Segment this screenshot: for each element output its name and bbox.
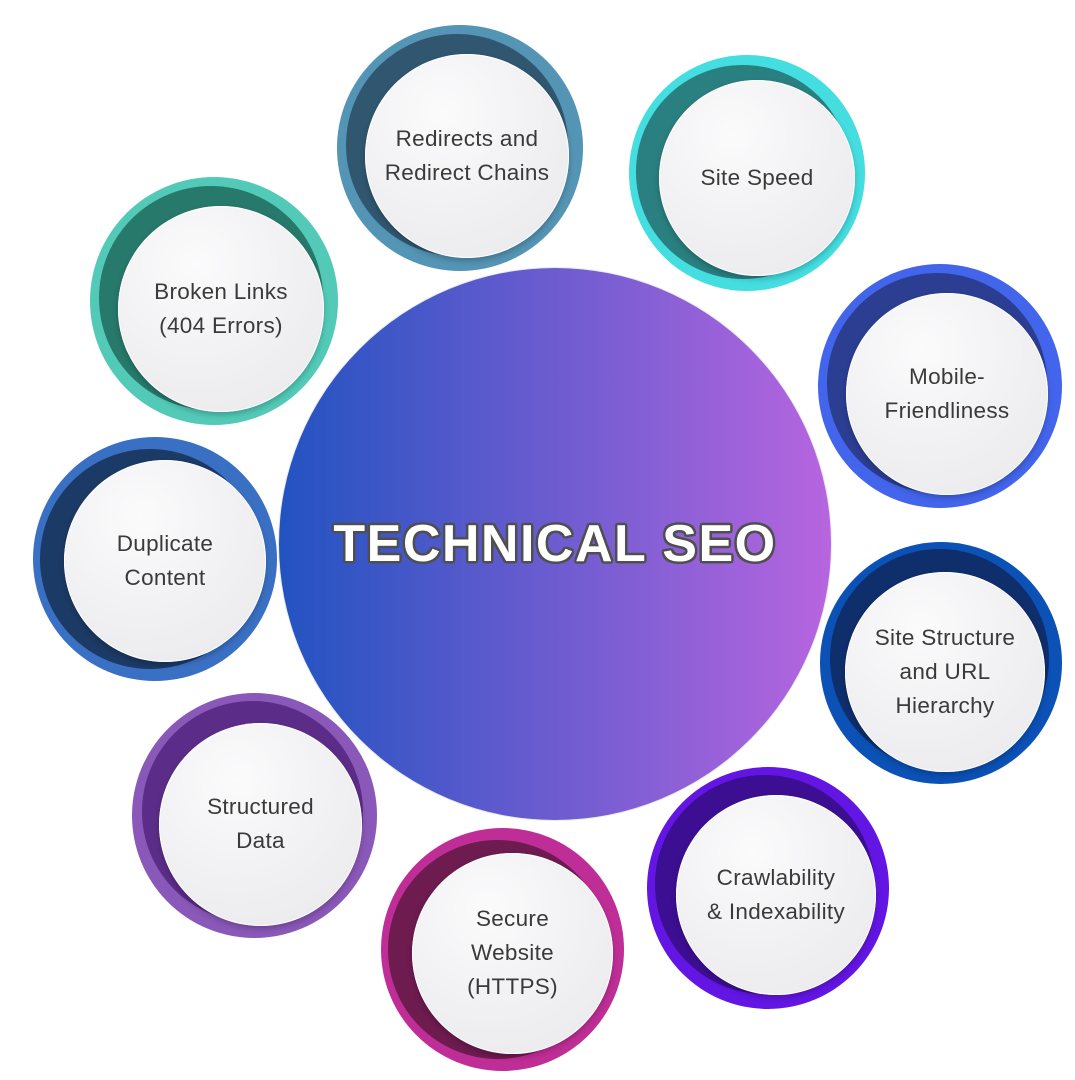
- node-secure-website-label: Secure Website (HTTPS): [411, 852, 614, 1055]
- node-site-structure-label: Site Structure and URL Hierarchy: [844, 571, 1046, 773]
- label-line: (HTTPS): [467, 974, 558, 1000]
- node-structured-data: Structured Data: [132, 693, 377, 938]
- node-broken-links: Broken Links (404 Errors): [90, 177, 338, 425]
- center-circle: TECHNICAL SEO: [279, 268, 831, 820]
- label-line: Mobile-: [909, 363, 985, 389]
- label-line: Data: [236, 828, 285, 854]
- node-site-speed-label: Site Speed: [659, 80, 855, 276]
- label-line: Duplicate: [116, 530, 214, 556]
- node-site-speed: Site Speed: [629, 55, 865, 291]
- label-line: (404 Errors): [159, 312, 283, 338]
- label-line: Structured: [207, 794, 314, 820]
- label-line: and URL: [899, 658, 991, 684]
- label-line: & Indexability: [706, 898, 845, 924]
- node-duplicate-content-label: Duplicate Content: [63, 459, 267, 663]
- node-crawlability-label: Crawlability & Indexability: [675, 794, 877, 996]
- label-line: Broken Links: [154, 278, 288, 304]
- node-redirects: Redirects and Redirect Chains: [337, 25, 583, 271]
- label-line: Website: [470, 940, 554, 966]
- label-line: Redirect Chains: [384, 159, 550, 185]
- node-crawlability: Crawlability & Indexability: [647, 767, 889, 1009]
- center-title: TECHNICAL SEO: [333, 515, 777, 573]
- label-line: Friendliness: [884, 397, 1010, 423]
- node-mobile-friendliness-label: Mobile- Friendliness: [845, 292, 1049, 496]
- label-line: Hierarchy: [895, 692, 995, 718]
- node-mobile-friendliness: Mobile- Friendliness: [818, 264, 1062, 508]
- label-line: Crawlability: [716, 864, 836, 890]
- node-site-structure: Site Structure and URL Hierarchy: [820, 542, 1062, 784]
- label-line: Site Speed: [700, 164, 814, 190]
- node-duplicate-content: Duplicate Content: [33, 437, 277, 681]
- node-secure-website: Secure Website (HTTPS): [381, 828, 624, 1071]
- label-line: Content: [124, 564, 206, 590]
- node-redirects-label: Redirects and Redirect Chains: [364, 53, 570, 259]
- label-line: Redirects and: [395, 125, 539, 151]
- node-structured-data-label: Structured Data: [158, 722, 363, 927]
- label-line: Secure: [475, 906, 550, 932]
- label-line: Site Structure: [874, 624, 1016, 650]
- node-broken-links-label: Broken Links (404 Errors): [118, 206, 324, 412]
